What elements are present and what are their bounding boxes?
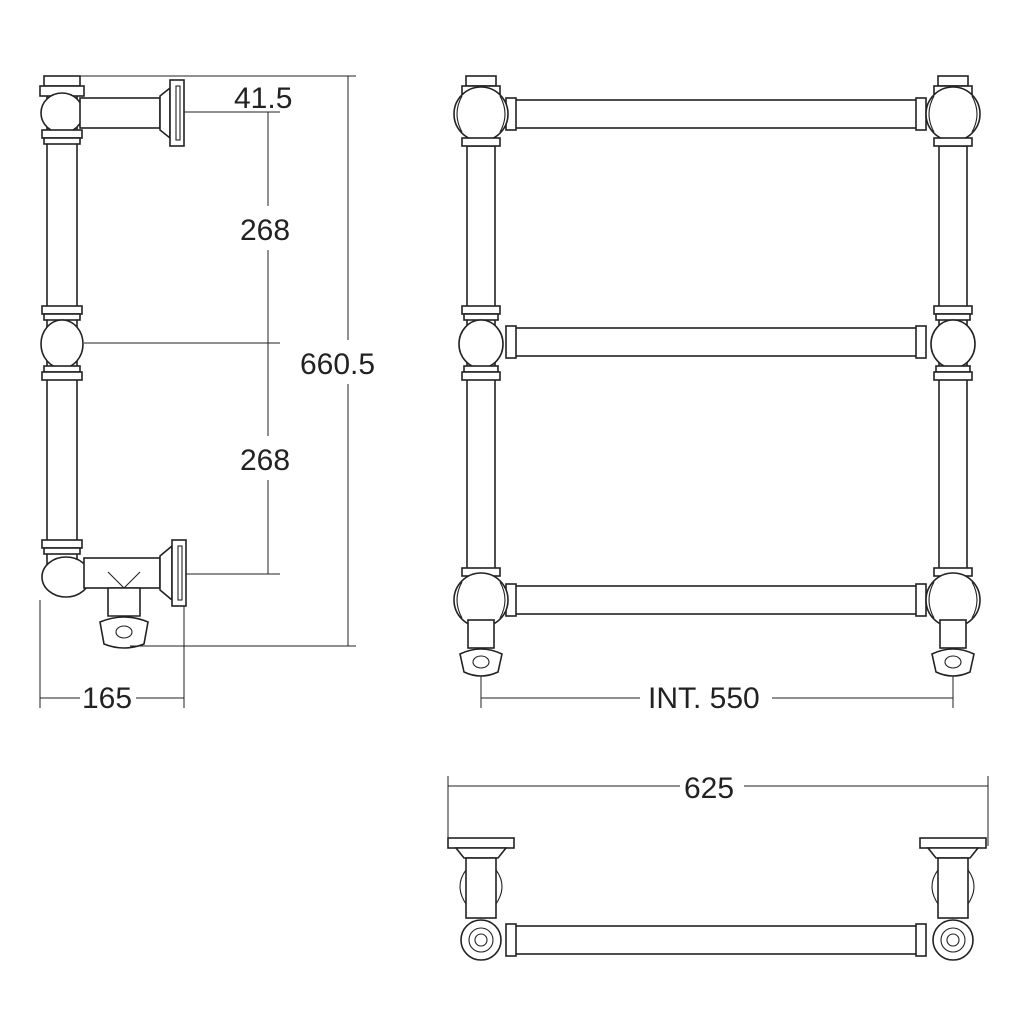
front-bottom-rail: [513, 585, 919, 615]
side-top-cap: [43, 75, 81, 87]
side-top-flange: [159, 86, 171, 140]
side-bottom-arm: [83, 557, 161, 589]
side-bottom-elbow: [41, 556, 91, 598]
top-left-bracket: [465, 857, 497, 919]
side-top-ring: [41, 129, 83, 139]
side-top-ball: [40, 92, 84, 134]
front-left-top-joint: [453, 86, 509, 142]
side-valve-cap: [99, 616, 149, 649]
front-right-middle-joint: [930, 319, 976, 369]
front-right-bottom-joint: [925, 572, 981, 628]
dim-overall-width: 625: [684, 772, 734, 805]
side-bottom-flange: [159, 544, 173, 602]
top-right-bracket: [937, 857, 969, 919]
dim-wall-projection: 41.5: [234, 82, 292, 115]
dim-rail-spacing-upper: 268: [240, 214, 290, 247]
front-top-rail: [513, 99, 919, 129]
front-left-middle-joint: [458, 319, 504, 369]
side-bottom-wall-plate: [171, 539, 187, 607]
top-dimensions: [447, 776, 989, 846]
front-view: INT. 550: [453, 75, 981, 715]
dim-rail-spacing-lower: 268: [240, 444, 290, 477]
dim-internal-width: INT. 550: [648, 682, 760, 715]
front-right-top-joint: [925, 86, 981, 142]
front-left-post: [466, 145, 496, 623]
front-dimensions: [480, 676, 954, 708]
top-right-end-cap: [932, 919, 974, 961]
side-bottom-ring: [41, 539, 83, 549]
side-view: 41.5 268 268 660.5 165: [39, 75, 386, 715]
top-left-end-cap: [460, 919, 502, 961]
side-top-ring-2: [43, 137, 81, 145]
front-right-post: [938, 145, 968, 623]
dim-depth: 165: [82, 682, 132, 715]
side-mid-ball: [40, 319, 84, 369]
front-right-valve-cap: [931, 648, 975, 677]
front-left-bottom-joint: [453, 572, 509, 628]
top-right-wall-plate: [919, 837, 987, 849]
side-top-wall-plate: [169, 79, 185, 147]
side-dimensions: [39, 75, 356, 708]
top-left-wall-plate: [447, 837, 515, 849]
front-middle-rail: [513, 327, 919, 357]
front-left-valve-cap: [459, 648, 503, 677]
side-mid-ring-bottom: [41, 371, 83, 381]
side-mid-ring-top: [41, 305, 83, 315]
top-view: 625: [447, 772, 989, 961]
dim-overall-height: 660.5: [300, 348, 375, 381]
top-rail: [513, 925, 919, 955]
side-valve-body: [107, 587, 141, 617]
side-top-arm: [79, 97, 161, 129]
